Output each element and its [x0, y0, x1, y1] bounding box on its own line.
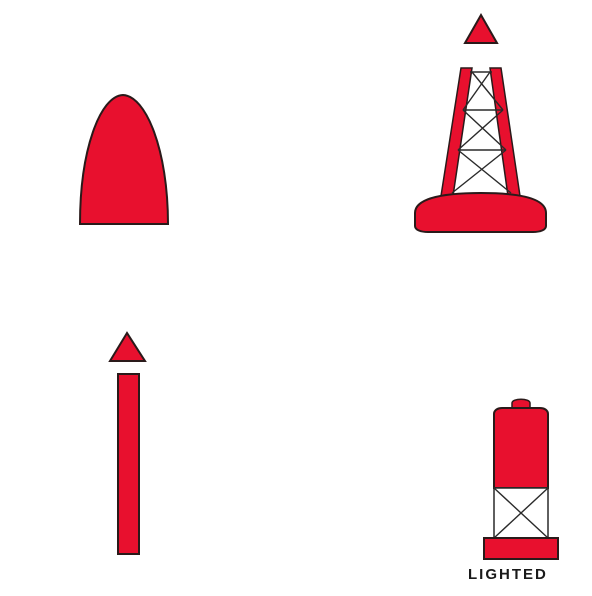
lighted-buoy: [484, 399, 558, 559]
lighted-buoy-base: [484, 538, 558, 559]
lattice-tower-base: [415, 193, 546, 232]
spar-buoy: [110, 333, 145, 554]
lattice-tower-buoy: [415, 15, 546, 232]
nun-buoy-body: [80, 95, 168, 224]
lattice-tower-left-leg: [441, 68, 472, 196]
lighted-label: LIGHTED: [468, 566, 548, 584]
lighted-buoy-upper-body: [494, 408, 548, 488]
lattice-tower-top-triangle: [465, 15, 497, 43]
spar-buoy-top-triangle: [110, 333, 145, 361]
spar-buoy-pole: [118, 374, 139, 554]
nun-buoy: [80, 95, 168, 224]
lattice-tower-right-leg: [490, 68, 520, 196]
